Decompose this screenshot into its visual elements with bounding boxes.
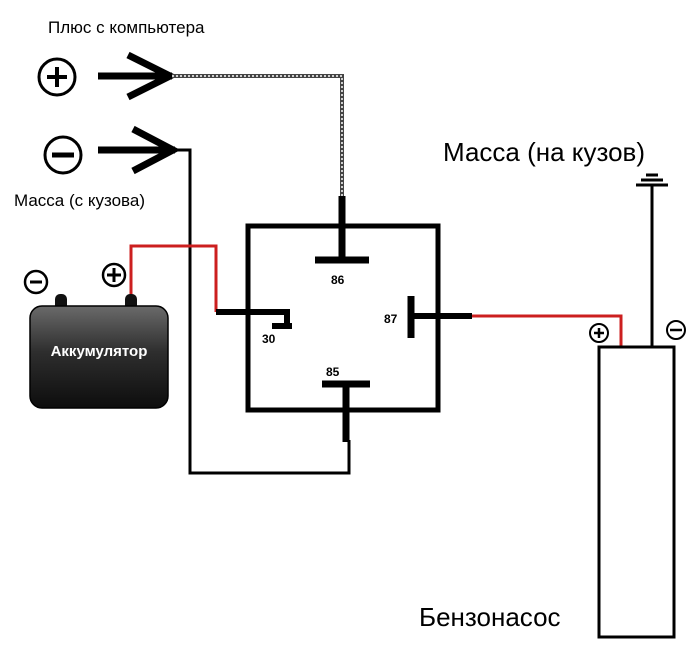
minus-connector-arrow-icon — [98, 125, 181, 175]
minus-circle-icon — [43, 135, 83, 175]
fuel-pump-label: Бензонасос — [419, 602, 561, 632]
battery-minus-symbol — [23, 269, 49, 295]
battery-label: Аккумулятор — [51, 343, 148, 360]
fuel-pump-body — [597, 345, 676, 639]
pump-plus-symbol — [589, 323, 609, 343]
ground-symbol-icon — [636, 173, 668, 187]
pin-85-label: 85 — [326, 365, 340, 379]
pin-30-label: 30 — [262, 332, 276, 346]
battery-positive-wire — [129, 244, 218, 312]
relay-pin-85 — [322, 380, 370, 442]
pump-minus-symbol — [666, 320, 686, 340]
relay-pin-30 — [216, 309, 292, 329]
plus-from-computer-label: Плюс с компьютера — [48, 18, 205, 37]
pump-positive-wire — [472, 314, 623, 347]
relay-pin-86 — [315, 196, 369, 264]
ground-from-body-label: Масса (с кузова) — [14, 191, 145, 210]
relay-pin-87 — [407, 296, 472, 338]
pin-86-label: 86 — [331, 273, 345, 287]
plus-circle-icon — [37, 57, 77, 97]
ground-to-body-label: Масса (на кузов) — [443, 137, 645, 167]
pin-87-label: 87 — [384, 312, 398, 326]
ground-wire — [175, 148, 351, 475]
battery-plus-symbol — [101, 262, 127, 288]
signal-wire — [172, 74, 344, 196]
plus-connector-arrow-icon — [98, 51, 178, 101]
battery — [29, 294, 169, 409]
